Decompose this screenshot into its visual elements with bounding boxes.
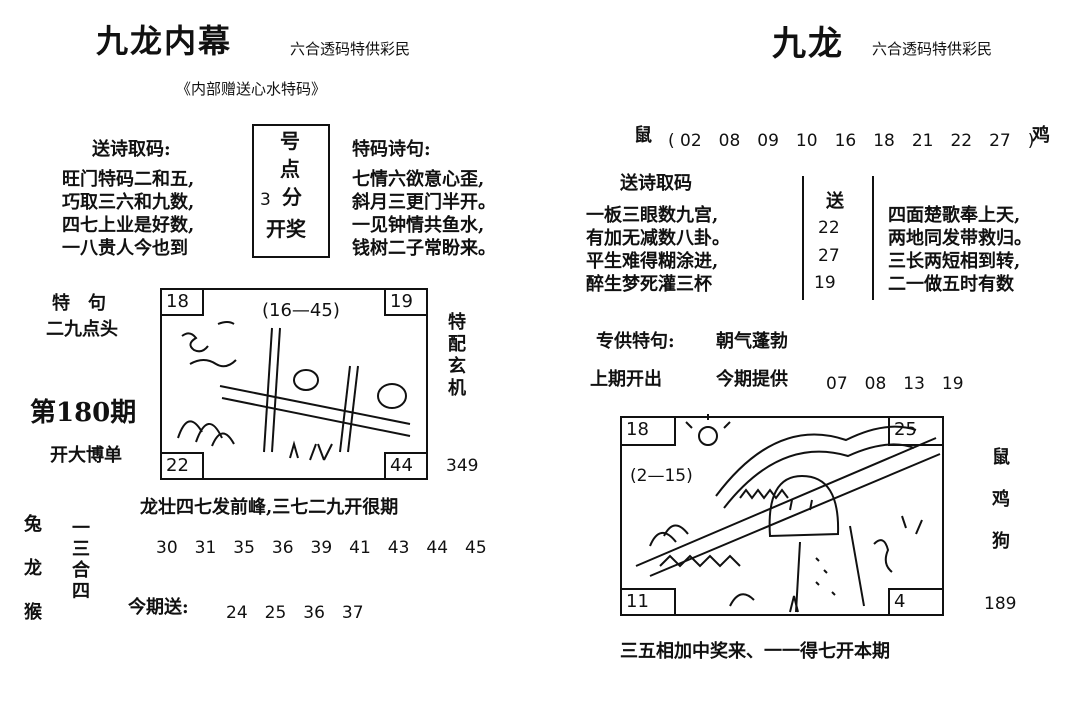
poem-line: 一见钟情共鱼水,: [352, 215, 485, 236]
picture-corner-br: 4: [888, 588, 944, 616]
zodiac-label: 龙: [24, 558, 42, 579]
right-poem-left: 一板三眼数九宫, 有加无减数八卦。 平生难得糊涂进, 醉生梦死灌三杯: [586, 204, 730, 296]
right-special-text: 朝气蓬勃: [716, 331, 788, 352]
poem-line: 钱树二子常盼来。: [352, 238, 496, 259]
sanhe-char: 四: [72, 581, 90, 602]
right-side-number: 189: [984, 594, 1017, 614]
box-char: 点: [280, 157, 300, 181]
box-char: 分: [282, 185, 302, 209]
rat-label: 鼠: [634, 125, 652, 146]
picture-corner-tr: 25: [888, 416, 944, 446]
sanhe-char: 合: [72, 560, 90, 581]
left-special-text: 二九点头: [46, 319, 118, 340]
right-sketch: [635, 414, 941, 613]
right-slogan: 六合透码特供彩民: [872, 40, 993, 58]
right-send-poem-label: 送诗取码: [620, 173, 692, 194]
poem-line: 三长两短相到转,: [888, 251, 1021, 272]
provide-numbers: 07 08 13 19: [826, 374, 964, 394]
today-numbers: 24 25 36 37: [226, 603, 364, 623]
left-slogan: 六合透码特供彩民: [290, 40, 411, 58]
right-box-left-border: [802, 176, 804, 300]
sanhe-char: 三: [72, 539, 90, 560]
zodiac-label: 鼠: [992, 447, 1010, 468]
box-char: 号: [280, 129, 300, 153]
right-picture-frame: [620, 416, 944, 616]
box-draw-text: 开奖: [266, 217, 306, 241]
last-label: 上期开出: [590, 369, 662, 390]
left-sketch: [177, 321, 411, 461]
left-center-box: [252, 124, 330, 258]
picture-corner-tl: 18: [160, 288, 204, 316]
right-box-number: 22: [818, 218, 840, 238]
picture-corner-tl: 18: [620, 416, 676, 446]
kaida-text: 开大博单: [50, 445, 122, 466]
poem-line: 旺门特码二和五,: [62, 169, 195, 190]
rooster-label: 鸡: [1032, 125, 1050, 146]
zodiac-label: 鸡: [992, 489, 1010, 510]
right-bottom-verse: 三五相加中奖来、一一得七开本期: [620, 641, 890, 662]
right-box-right-border: [872, 176, 874, 300]
left-numbers: 30 31 35 36 39 41 43 44 45: [156, 538, 487, 558]
left-subtitle: 《内部赠送心水特码》: [176, 80, 327, 98]
poem-line: 斜月三更门半开。: [352, 192, 496, 213]
picture-corner-tr: 19: [384, 288, 428, 316]
left-side-number: 349: [446, 456, 479, 476]
left-send-poem: 旺门特码二和五, 巧取三六和九数, 四七上业是好数, 一八贵人今也到: [62, 168, 194, 260]
left-poem-label: 特码诗句:: [352, 139, 431, 160]
poem-line: 二一做五时有数: [888, 274, 1014, 295]
poem-line: 四七上业是好数,: [62, 215, 195, 236]
rat-numbers: ( 02 08 09 10 16 18 21 22 27 ): [668, 131, 1035, 151]
today-label: 今期送:: [128, 597, 189, 618]
left-side-vertical: 特配玄机: [445, 312, 466, 400]
picture-corner-bl: 22: [160, 452, 204, 480]
zodiac-label: 狗: [992, 531, 1010, 552]
right-box-number: 27: [818, 246, 840, 266]
poem-line: 两地同发带救归。: [888, 228, 1032, 249]
poem-line: 一板三眼数九宫,: [586, 205, 719, 226]
provide-label: 今期提供: [716, 369, 788, 390]
left-title: 九龙内幕: [96, 22, 233, 60]
zodiac-label: 兔: [24, 514, 42, 535]
poem-line: 一八贵人今也到: [62, 238, 188, 259]
sanhe-char: 一: [72, 518, 90, 539]
left-send-poem-label: 送诗取码:: [92, 139, 171, 160]
right-special-label: 专供特句:: [596, 331, 675, 352]
picture-range-text: (16—45): [262, 300, 340, 321]
poem-line: 四面楚歌奉上天,: [888, 205, 1021, 226]
zodiac-label: 猴: [24, 602, 42, 623]
left-poem: 七情六欲意心歪, 斜月三更门半开。 一见钟情共鱼水, 钱树二子常盼来。: [352, 168, 496, 260]
right-box-head: 送: [826, 191, 844, 212]
poem-line: 巧取三六和九数,: [62, 192, 195, 213]
left-special-label: 特 句: [52, 293, 106, 314]
issue-number: 第180期: [30, 398, 137, 428]
box-number: 3: [260, 190, 271, 210]
right-box-number: 19: [814, 273, 836, 293]
right-poem-right: 四面楚歌奉上天, 两地同发带救归。 三长两短相到转, 二一做五时有数: [888, 204, 1032, 296]
right-title: 九龙: [772, 24, 844, 64]
poem-line: 平生难得糊涂进,: [586, 251, 719, 272]
left-picture-frame: [160, 288, 428, 480]
picture-corner-bl: 11: [620, 588, 676, 616]
picture-corner-br: 44: [384, 452, 428, 480]
left-verse: 龙壮四七发前峰,三七二九开很期: [140, 497, 399, 518]
poem-line: 七情六欲意心歪,: [352, 169, 485, 190]
poem-line: 醉生梦死灌三杯: [586, 274, 712, 295]
poem-line: 有加无减数八卦。: [586, 228, 730, 249]
picture-range-text: (2—15): [630, 466, 693, 486]
